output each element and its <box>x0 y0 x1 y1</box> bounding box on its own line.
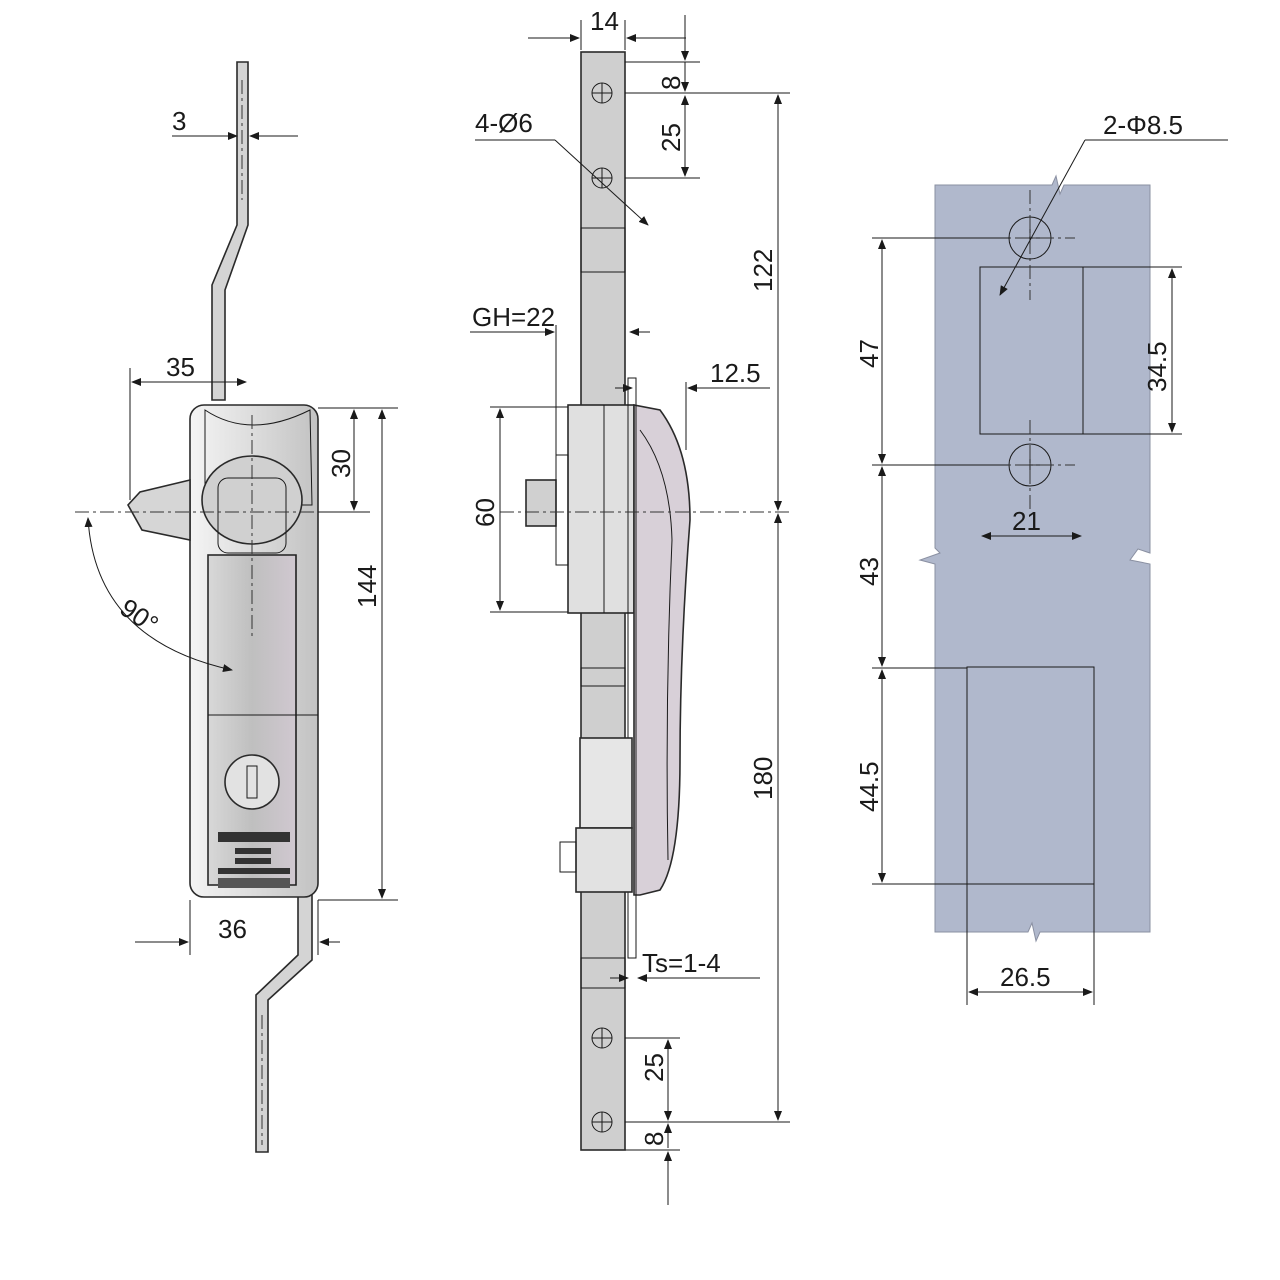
dim-gh: GH=22 <box>472 302 555 332</box>
front-housing <box>567 404 635 614</box>
lower-window <box>966 666 1095 885</box>
side-view: 3 35 30 144 36 90° <box>75 61 398 1153</box>
side-bottom-rod <box>255 889 313 1153</box>
dim-body-width: 36 <box>218 914 247 944</box>
front-lower-block <box>579 737 633 829</box>
dim-panel-thickness: Ts=1-4 <box>642 948 721 978</box>
grip-lines-icon <box>218 832 290 888</box>
upper-window <box>979 266 1084 435</box>
cutout-view: 2-Φ8.5 47 43 44.5 34.5 21 26.5 <box>854 110 1228 1005</box>
dim-hole-width: 21 <box>1012 506 1041 536</box>
dim-cutout-height: 60 <box>470 498 500 527</box>
dim-lower-window-width: 26.5 <box>1000 962 1051 992</box>
dim-rotation: 90° <box>115 592 164 639</box>
label-mount-holes: 2-Φ8.5 <box>1103 110 1183 140</box>
dim-upper-window: 34.5 <box>1142 341 1172 392</box>
rod-holes <box>591 82 613 1133</box>
dim-hole-to-hole: 47 <box>854 339 884 368</box>
dim-hole-spacing-top: 25 <box>656 123 686 152</box>
dim-thickness: 3 <box>172 106 186 136</box>
dim-handle-reach: 35 <box>166 352 195 382</box>
side-head <box>204 409 313 506</box>
dim-lower-window-height: 44.5 <box>854 761 884 812</box>
dim-head-height: 30 <box>326 449 356 478</box>
front-view: 14 8 25 4-Ø6 122 180 GH=22 12.5 <box>470 6 790 1205</box>
dim-rod-width: 14 <box>590 6 619 36</box>
front-handle-profile <box>633 404 691 896</box>
hex-nut-icon <box>525 479 557 527</box>
cutout-plate <box>918 174 1151 943</box>
dim-body-height: 144 <box>352 565 382 608</box>
key-lock-icon <box>224 754 280 810</box>
dim-bottom-offset: 8 <box>639 1132 669 1146</box>
dim-depth: 12.5 <box>710 358 761 388</box>
dim-lower-length: 180 <box>748 757 778 800</box>
dim-top-offset: 8 <box>656 76 686 90</box>
side-trigger <box>127 478 191 541</box>
label-rod-holes: 4-Ø6 <box>475 108 533 138</box>
dim-upper-length: 122 <box>748 249 778 292</box>
dim-hole-spacing-bottom: 25 <box>639 1053 669 1082</box>
dim-middle-gap: 43 <box>854 557 884 586</box>
side-top-rod <box>211 61 249 401</box>
